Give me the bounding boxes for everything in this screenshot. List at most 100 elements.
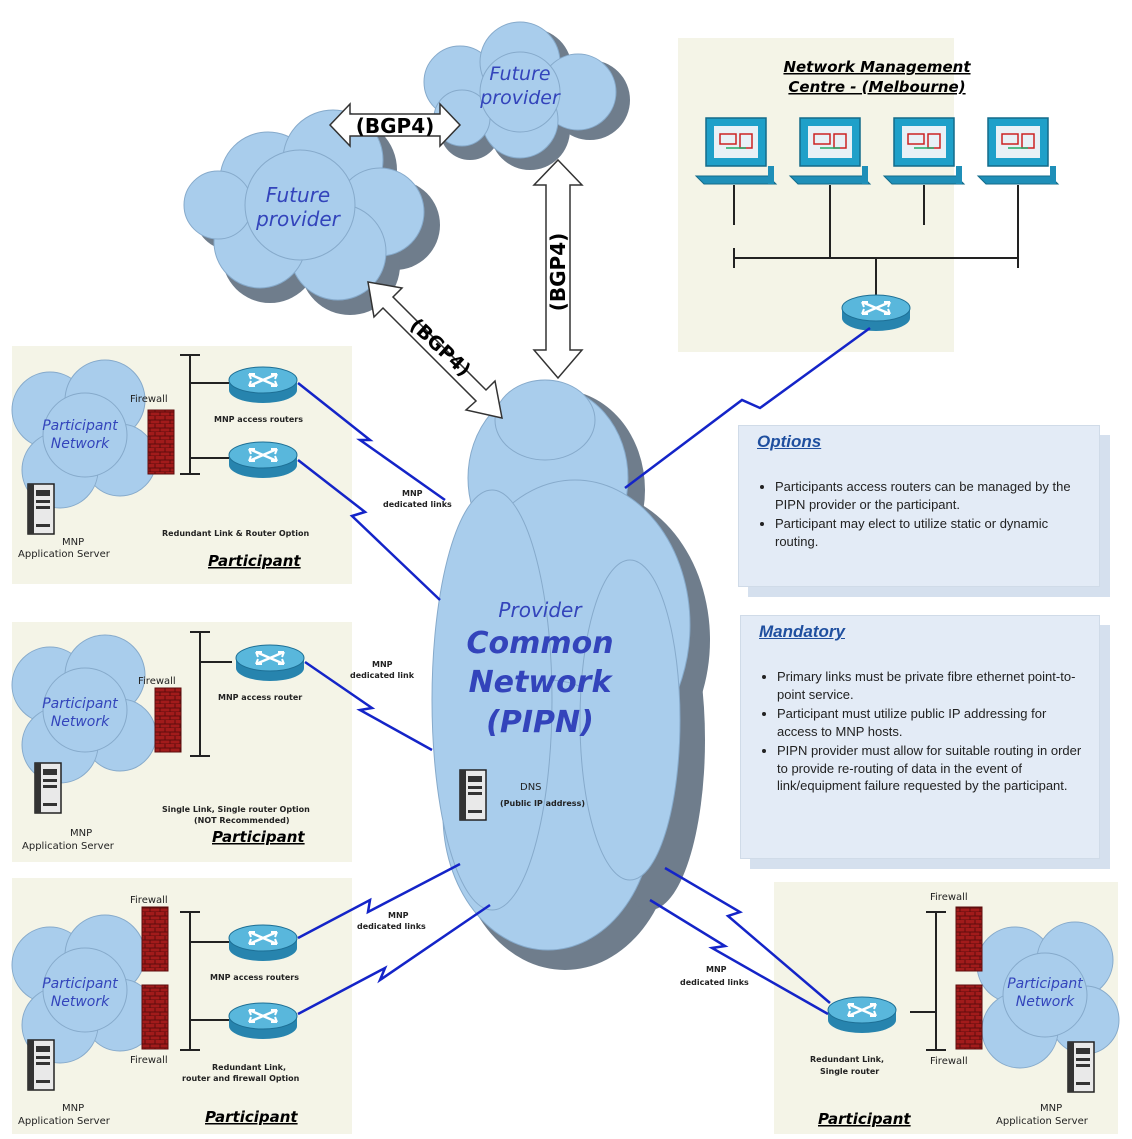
participant-3-option-line1: Redundant Link,	[212, 1063, 286, 1072]
nmc-router-icon	[840, 293, 912, 333]
options-panel: Options Participants access routers can …	[738, 425, 1100, 587]
participant-3-server-line1: MNP	[62, 1103, 84, 1114]
router-icon	[227, 923, 299, 963]
participant-network-2-line2: Network	[51, 714, 110, 730]
mandatory-item: PIPN provider must allow for suitable ro…	[777, 742, 1083, 795]
participant-network-4-line2: Network	[1016, 994, 1075, 1010]
mandatory-item: Primary links must be private fibre ethe…	[777, 668, 1083, 703]
participant-2-routers-label: MNP access router	[218, 693, 302, 702]
mandatory-item: Participant must utilize public IP addre…	[777, 705, 1083, 740]
future-provider-cloud-left	[183, 109, 440, 315]
mandatory-title: Mandatory	[759, 622, 845, 641]
participant-network-1-line1: Participant	[42, 418, 118, 434]
participant-2-label: Participant	[212, 828, 305, 846]
participant-2-bus	[190, 631, 232, 757]
participant-network-cloud-3	[11, 914, 157, 1064]
router-icon	[826, 995, 898, 1035]
firewall-icon	[955, 984, 983, 1050]
dns-server-icon	[459, 769, 487, 821]
bgp4-label-vertical: (BGP4)	[546, 233, 570, 312]
bgp4-arrow-top	[328, 102, 462, 148]
server-icon	[27, 1039, 55, 1091]
participant-4-dedicated-line2: dedicated links	[680, 978, 749, 987]
future-provider-left-line2: provider	[255, 207, 342, 231]
firewall-icon	[141, 906, 169, 972]
server-icon	[34, 762, 62, 814]
participant-4-firewall-bottom-label: Firewall	[930, 1056, 968, 1067]
router-icon	[227, 1001, 299, 1041]
participant-3-firewall-top-label: Firewall	[130, 895, 168, 906]
participant-4-option-line2: Single router	[820, 1067, 879, 1076]
network-label: Network	[469, 665, 614, 700]
firewall-icon	[955, 906, 983, 972]
participant-4-server-line1: MNP	[1040, 1103, 1062, 1114]
firewall-icon	[147, 409, 175, 475]
participant-2-server-line1: MNP	[70, 828, 92, 839]
participant-1-dedicated-line2: dedicated links	[383, 500, 452, 509]
bgp4-arrow-diagonal	[367, 281, 503, 419]
participant-4-dedicated-line1: MNP	[706, 965, 727, 974]
participant-3-bus	[180, 911, 230, 1051]
mandatory-panel: Mandatory Primary links must be private …	[740, 615, 1100, 859]
nmc-lan-bus	[733, 185, 1019, 295]
nmc-panel	[678, 38, 954, 352]
participant-2-firewall-label: Firewall	[138, 676, 176, 687]
participant-network-cloud-4	[976, 921, 1120, 1069]
participant-4-option-line1: Redundant Link,	[810, 1055, 884, 1064]
nmc-link	[624, 326, 871, 489]
participant-3-dedicated-line1: MNP	[388, 911, 409, 920]
participant-1-option-label: Redundant Link & Router Option	[162, 529, 309, 538]
participant-2-dedicated-line2: dedicated link	[350, 671, 415, 680]
pipn-label: (PIPN)	[486, 705, 594, 740]
server-icon	[1067, 1041, 1095, 1093]
future-provider-top-line2: provider	[479, 87, 561, 109]
bgp4-arrow-vertical	[532, 158, 584, 380]
participant-4-label: Participant	[818, 1110, 911, 1128]
future-provider-top-line1: Future	[489, 63, 550, 85]
nmc-title-line1: Network Management	[783, 58, 971, 76]
participant-network-4-line1: Participant	[1007, 976, 1083, 992]
options-item: Participants access routers can be manag…	[775, 478, 1083, 513]
participant-4-server-line2: Application Server	[996, 1116, 1089, 1127]
participant-1-label: Participant	[208, 552, 301, 570]
participant-2-dedicated-line1: MNP	[372, 660, 393, 669]
firewall-icon	[141, 984, 169, 1050]
future-provider-left-line1: Future	[266, 183, 330, 207]
participant-2-link	[304, 660, 433, 752]
options-list: Participants access routers can be manag…	[739, 478, 1083, 552]
participant-4-links	[649, 866, 831, 1016]
common-label: Common	[466, 626, 613, 661]
provider-label: Provider	[498, 598, 583, 622]
server-icon	[27, 483, 55, 535]
participant-2-server-line2: Application Server	[22, 841, 115, 852]
participant-1-routers-label: MNP access routers	[214, 415, 303, 424]
participant-3-links	[297, 862, 491, 1016]
participant-4-bus	[910, 911, 946, 1051]
participant-network-cloud-1	[11, 359, 157, 509]
participant-network-3-line2: Network	[51, 994, 110, 1010]
participant-1-server-line2: Application Server	[18, 549, 111, 560]
participant-3-routers-label: MNP access routers	[210, 973, 299, 982]
participant-3-dedicated-line2: dedicated links	[357, 922, 426, 931]
bgp4-label-diagonal: (BGP4)	[405, 314, 475, 381]
dns-label: DNS	[520, 782, 542, 793]
options-item: Participant may elect to utilize static …	[775, 515, 1083, 550]
bgp4-label-top: (BGP4)	[356, 114, 435, 138]
participant-1-server-line1: MNP	[62, 537, 84, 548]
participant-network-3-line1: Participant	[42, 976, 118, 992]
firewall-icon	[154, 687, 182, 753]
participant-3-label: Participant	[205, 1108, 298, 1126]
router-icon	[234, 643, 306, 683]
dns-sub-label: (Public IP address)	[500, 799, 585, 808]
participant-1-links	[297, 382, 446, 601]
participant-1-dedicated-line1: MNP	[402, 489, 423, 498]
workstation-icon	[977, 117, 1059, 185]
participant-network-2-line1: Participant	[42, 696, 118, 712]
participant-2-option-label: Single Link, Single router Option	[162, 805, 310, 814]
participant-2-not-recommended: (NOT Recommended)	[194, 816, 290, 825]
participant-3-server-line2: Application Server	[18, 1116, 111, 1127]
participant-network-1-line2: Network	[51, 436, 110, 452]
participant-3-option-line2: router and firewall Option	[182, 1074, 300, 1083]
router-icon	[227, 440, 299, 480]
